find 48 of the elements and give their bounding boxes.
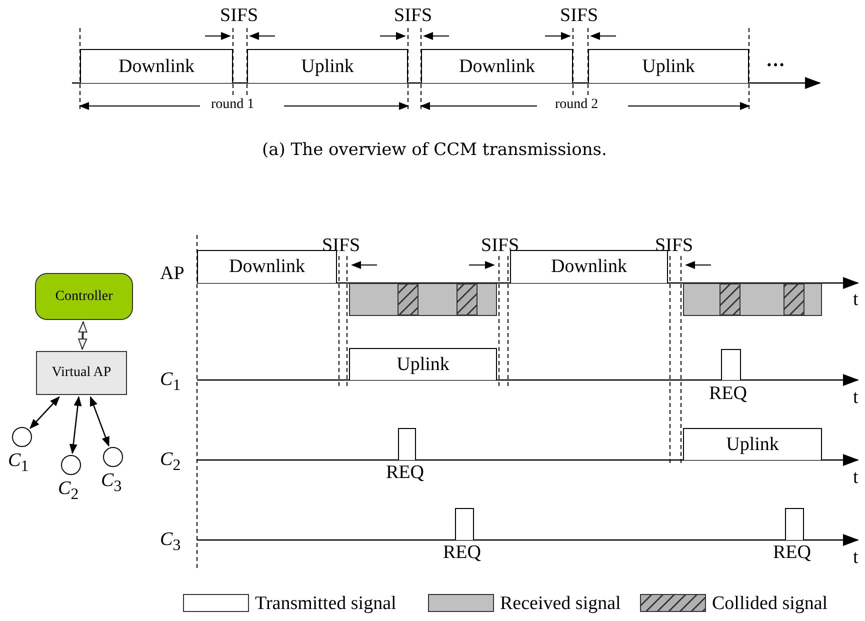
req-block [785,508,804,540]
label-text: AP [160,264,184,283]
transmitted-signal-block: Downlink [197,250,337,283]
req-label: REQ [709,384,747,403]
transmitted-signal-block: Downlink [421,49,573,83]
client-label: C$_{1}$ [8,451,29,475]
client-circle [103,447,123,467]
access-point-box: Virtual AP [36,351,127,395]
client-label: C$_{2}$ [58,479,79,503]
received-signal-bar [349,283,497,316]
req-block [721,349,741,380]
ellipsis: ··· [766,56,786,75]
double-arrow [90,396,110,447]
req-block [455,508,474,540]
req-label: REQ [443,543,481,562]
client-circle [12,427,32,447]
label-text: round 2 [555,98,598,112]
label-text: round 1 [211,98,254,112]
transmitted-signal-block: Uplink [683,428,822,460]
double-arrow [78,322,88,350]
req-label: REQ [773,543,811,562]
transmitted-signal-block: Uplink [349,348,497,380]
client-label: C$_{3}$ [101,471,122,495]
double-arrow [69,396,82,454]
label-text: SIFS [560,6,598,25]
req-block [398,428,416,460]
label-text: C$_{2}$ [160,450,181,474]
received-signal-bar [683,283,822,316]
transmitted-signal-block: Uplink [247,49,408,83]
label-text: SIFS [394,6,432,25]
transmitted-signal-block: Downlink [80,49,233,83]
axis-label: t [853,468,858,487]
client-circle [61,455,81,475]
legend-label: Collided signal [712,594,828,613]
double-arrow [30,396,60,429]
axis-label: t [853,290,858,309]
label-text: C$_{3}$ [160,530,181,554]
transmitted-signal-block: Uplink [588,49,749,83]
axis-label: t [853,388,858,407]
legend-label: Received signal [500,594,621,613]
legend-label: Transmitted signal [255,594,396,613]
label-text: C$_{1}$ [160,370,181,394]
controller-box: Controller [35,273,133,320]
transmitted-signal-block: Downlink [510,250,668,283]
caption: (a) The overview of CCM transmissions. [262,142,607,159]
axis-label: t [853,548,858,567]
label-text: SIFS [220,6,258,25]
req-label: REQ [386,463,424,482]
